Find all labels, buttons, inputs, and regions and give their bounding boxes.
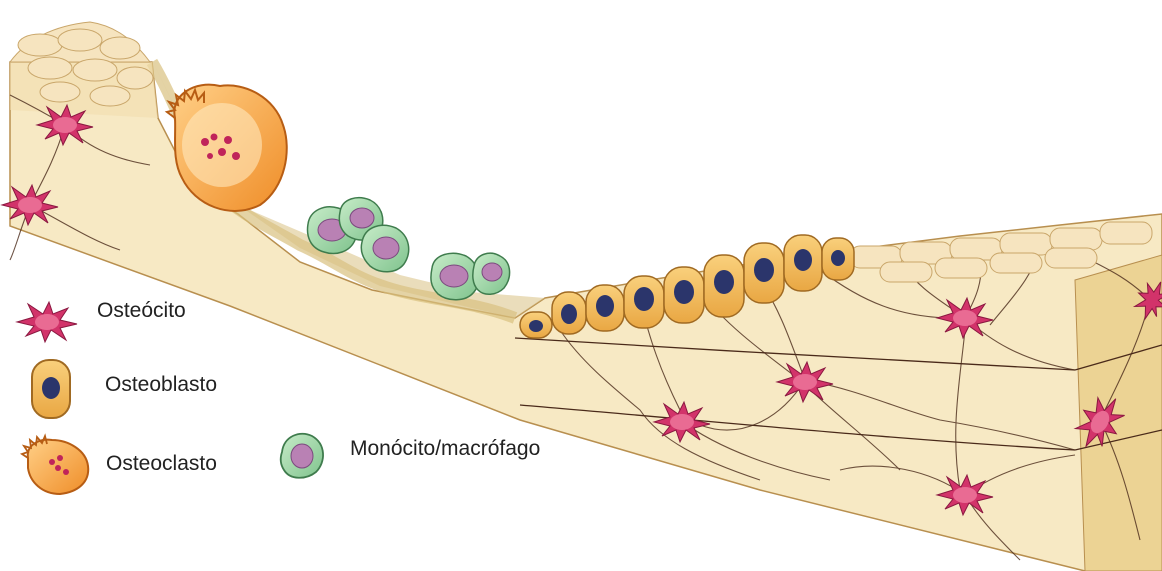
monocyte <box>473 253 510 294</box>
legend-monocito-label: Monócito/macrófago <box>350 437 540 461</box>
osteoclast-granule <box>207 153 213 159</box>
osteoclast-granule <box>201 138 209 146</box>
legend-osteoblast-icon <box>32 360 70 418</box>
osteoblast-nucleus <box>596 295 614 317</box>
osteoblast-nucleus <box>529 320 543 332</box>
osteoblast-nucleus <box>634 287 654 311</box>
osteoclast-granule <box>232 152 240 160</box>
monocyte <box>431 253 479 299</box>
osteoclast-granule <box>218 148 226 156</box>
osteoblast-nucleus <box>674 280 694 304</box>
legend-osteoblasto-label: Osteoblasto <box>105 373 217 397</box>
osteoblast-nucleus <box>561 304 577 324</box>
osteoblast-nucleus <box>714 270 734 294</box>
legend-osteocyte-icon <box>17 302 77 342</box>
osteoclast-granule <box>211 134 218 141</box>
monocyte <box>361 225 408 271</box>
legend-osteoclast-icon <box>22 436 88 494</box>
osteoclast-granule <box>224 136 232 144</box>
legend-osteoclasto-label: Osteoclasto <box>106 452 217 476</box>
osteoblast-nucleus <box>754 258 774 282</box>
osteoblast-nucleus <box>794 249 812 271</box>
osteoblast-nucleus <box>831 250 845 266</box>
legend-monocyte-icon <box>281 434 323 478</box>
legend-osteocito-label: Osteócito <box>97 299 186 323</box>
